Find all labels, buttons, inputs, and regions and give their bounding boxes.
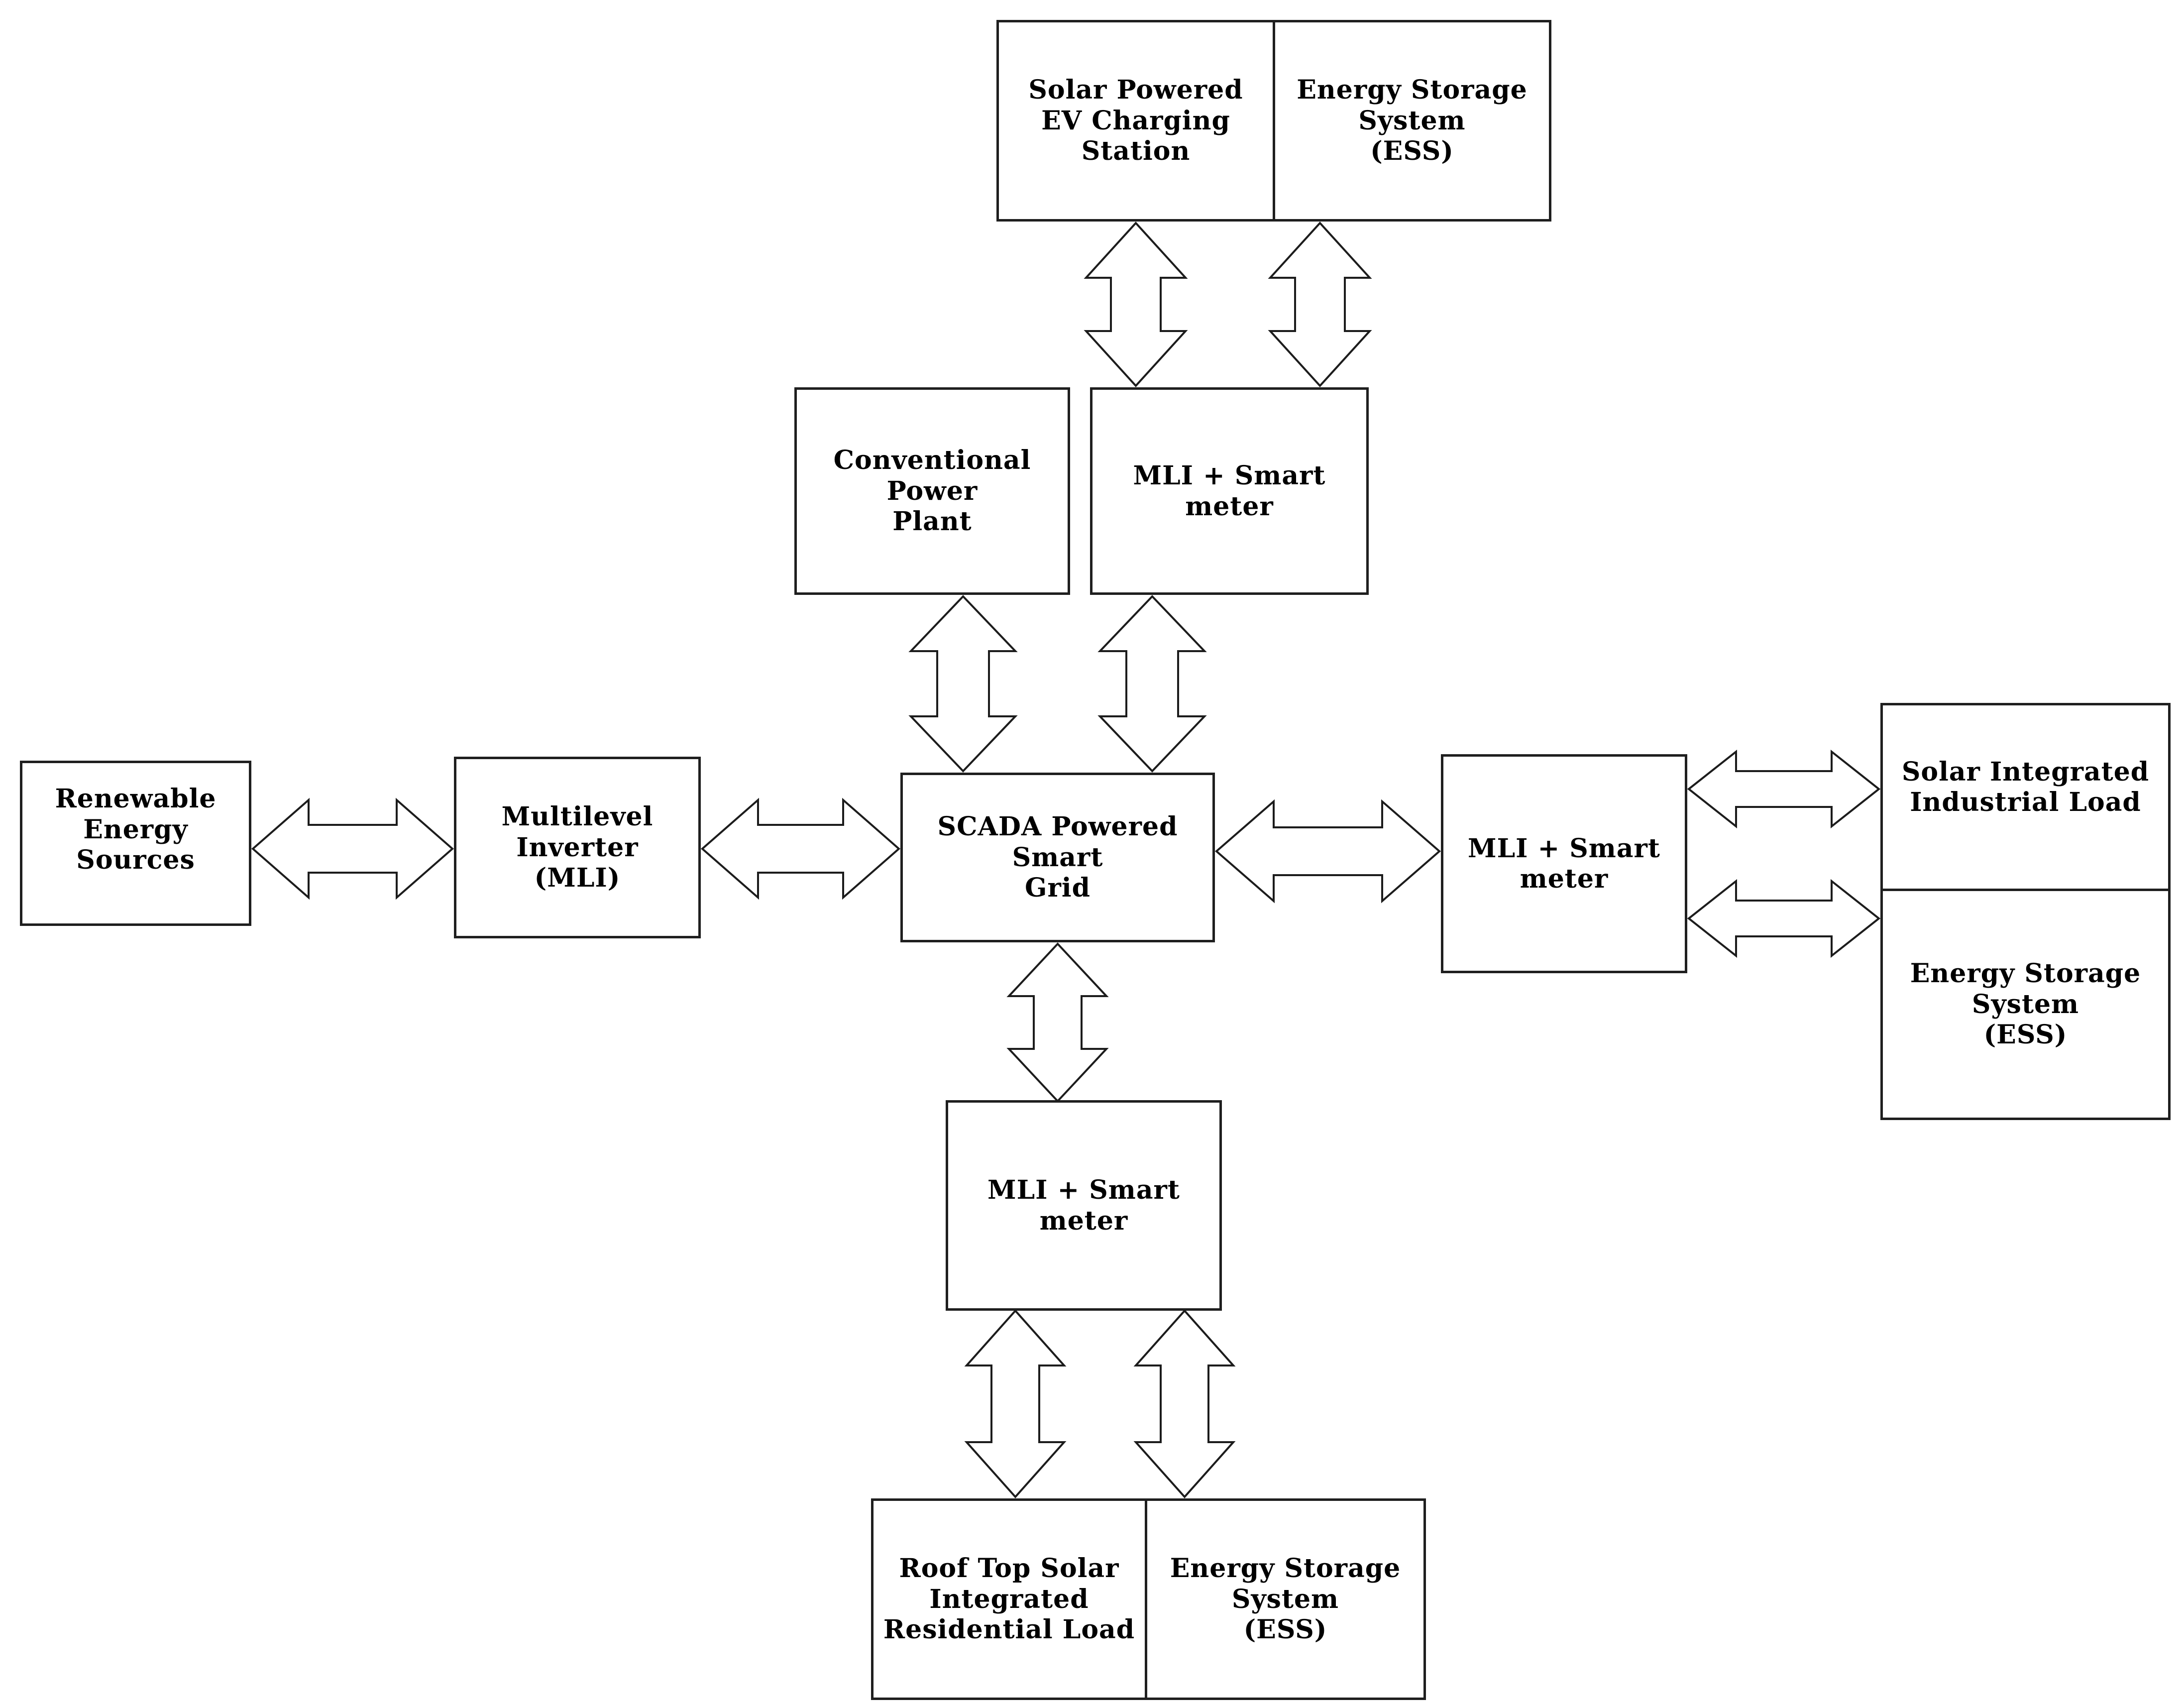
node-label: MLI + Smart meter [1468, 833, 1660, 894]
node-energy-storage-system-right: Energy Storage System (ESS) [1880, 889, 2171, 1120]
node-mli-smart-meter-bottom: MLI + Smart meter [946, 1100, 1222, 1311]
node-label: Energy Storage System (ESS) [1910, 958, 2141, 1050]
node-label: Solar Integrated Industrial Load [1901, 756, 2150, 817]
arrow-scada-to-mli-bottom [1006, 942, 1109, 1103]
node-solar-ev-charging-station: Solar Powered EV Charging Station [996, 20, 1275, 222]
arrow-mli-right-to-ess [1687, 879, 1881, 958]
node-label: Conventional Power Plant [833, 445, 1031, 537]
node-energy-storage-system-bottom: Energy Storage System (ESS) [1145, 1498, 1426, 1700]
arrow-ess-top-to-mli-top [1268, 222, 1372, 387]
arrow-mli-bottom-to-rooftop [964, 1309, 1067, 1499]
node-label: MLI + Smart meter [987, 1175, 1180, 1236]
node-label: Roof Top Solar Integrated Residential Lo… [883, 1553, 1135, 1645]
node-energy-storage-system-top: Energy Storage System (ESS) [1273, 20, 1551, 222]
arrow-solar-ev-to-mli-top [1084, 222, 1188, 387]
node-label: MLI + Smart meter [1133, 460, 1326, 522]
node-label: Solar Powered EV Charging Station [1028, 75, 1243, 167]
node-label: Multilevel Inverter (MLI) [501, 801, 654, 894]
node-rooftop-solar-residential-load: Roof Top Solar Integrated Residential Lo… [871, 1498, 1147, 1700]
node-label: SCADA Powered Smart Grid [937, 811, 1178, 904]
arrow-mli-top-to-scada [1097, 595, 1207, 773]
node-scada-powered-smart-grid: SCADA Powered Smart Grid [900, 773, 1215, 942]
node-mli-smart-meter-right: MLI + Smart meter [1441, 754, 1687, 973]
node-mli-smart-meter-top: MLI + Smart meter [1090, 387, 1369, 595]
arrow-mli-bottom-to-ess [1133, 1309, 1236, 1499]
node-conventional-power-plant: Conventional Power Plant [794, 387, 1070, 595]
arrow-mli-to-scada [700, 797, 901, 900]
arrow-scada-to-mli-right [1214, 799, 1441, 904]
node-label: Renewable Energy Sources [55, 784, 217, 876]
node-label: Energy Storage System (ESS) [1297, 75, 1528, 167]
node-renewable-energy-sources: Renewable Energy Sources [20, 761, 251, 926]
node-label: Energy Storage System (ESS) [1170, 1553, 1401, 1645]
node-solar-integrated-industrial-load: Solar Integrated Industrial Load [1880, 703, 2171, 891]
arrow-mli-right-to-industrial [1687, 749, 1881, 829]
arrow-cpp-to-scada [908, 595, 1018, 773]
arrow-res-to-mli [251, 797, 454, 900]
node-multilevel-inverter: Multilevel Inverter (MLI) [454, 757, 701, 938]
